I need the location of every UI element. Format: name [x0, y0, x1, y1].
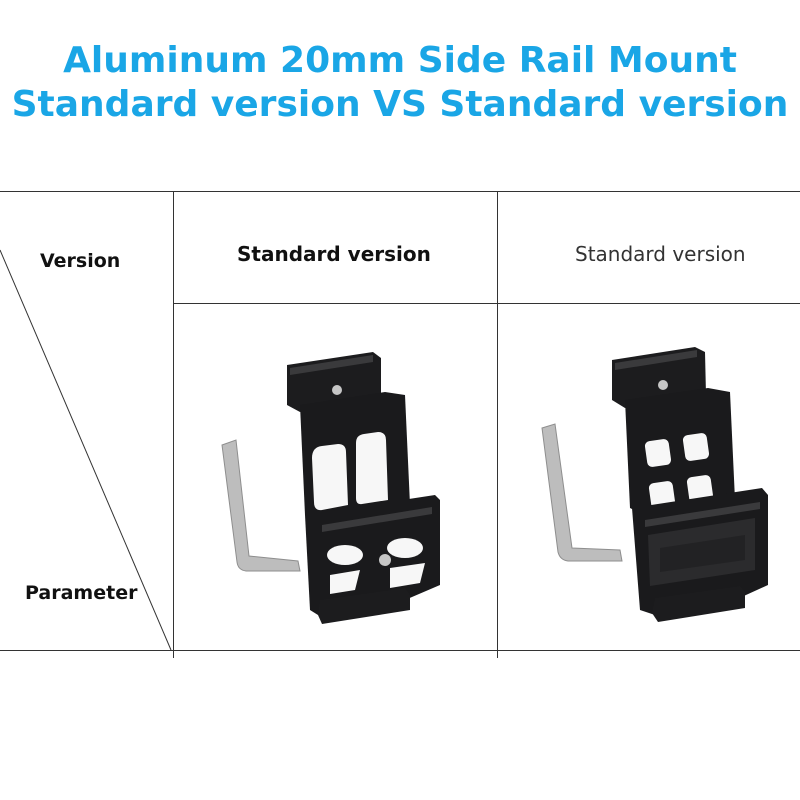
- table-diagonal-divider: [0, 249, 172, 651]
- product-image-standard-right: [541, 347, 768, 622]
- hex-wrench-right: [541, 423, 623, 562]
- mount-top-screw: [332, 385, 342, 395]
- mount-bottom-rail: [652, 586, 745, 622]
- column-header-standard-version-2: Standard version: [575, 242, 746, 266]
- mount-top-screw: [658, 380, 668, 390]
- row-header-parameter: Parameter: [25, 582, 138, 604]
- hex-wrench-left: [221, 439, 301, 572]
- mount-bottom-rail: [318, 588, 410, 624]
- mount-bottom-screw: [379, 554, 391, 566]
- table-top-border: [0, 191, 800, 192]
- column-header-standard-version-1: Standard version: [237, 242, 431, 266]
- page-title-line2: Standard version VS Standard version: [11, 84, 789, 125]
- row-header-version: Version: [40, 250, 121, 272]
- table-header-divider: [173, 303, 800, 304]
- table-col-divider-1: [173, 191, 174, 658]
- table-col-divider-2: [497, 191, 498, 658]
- table-bottom-border: [0, 650, 800, 651]
- page-title-line1: Aluminum 20mm Side Rail Mount: [63, 40, 737, 81]
- product-image-standard-left: [221, 352, 440, 624]
